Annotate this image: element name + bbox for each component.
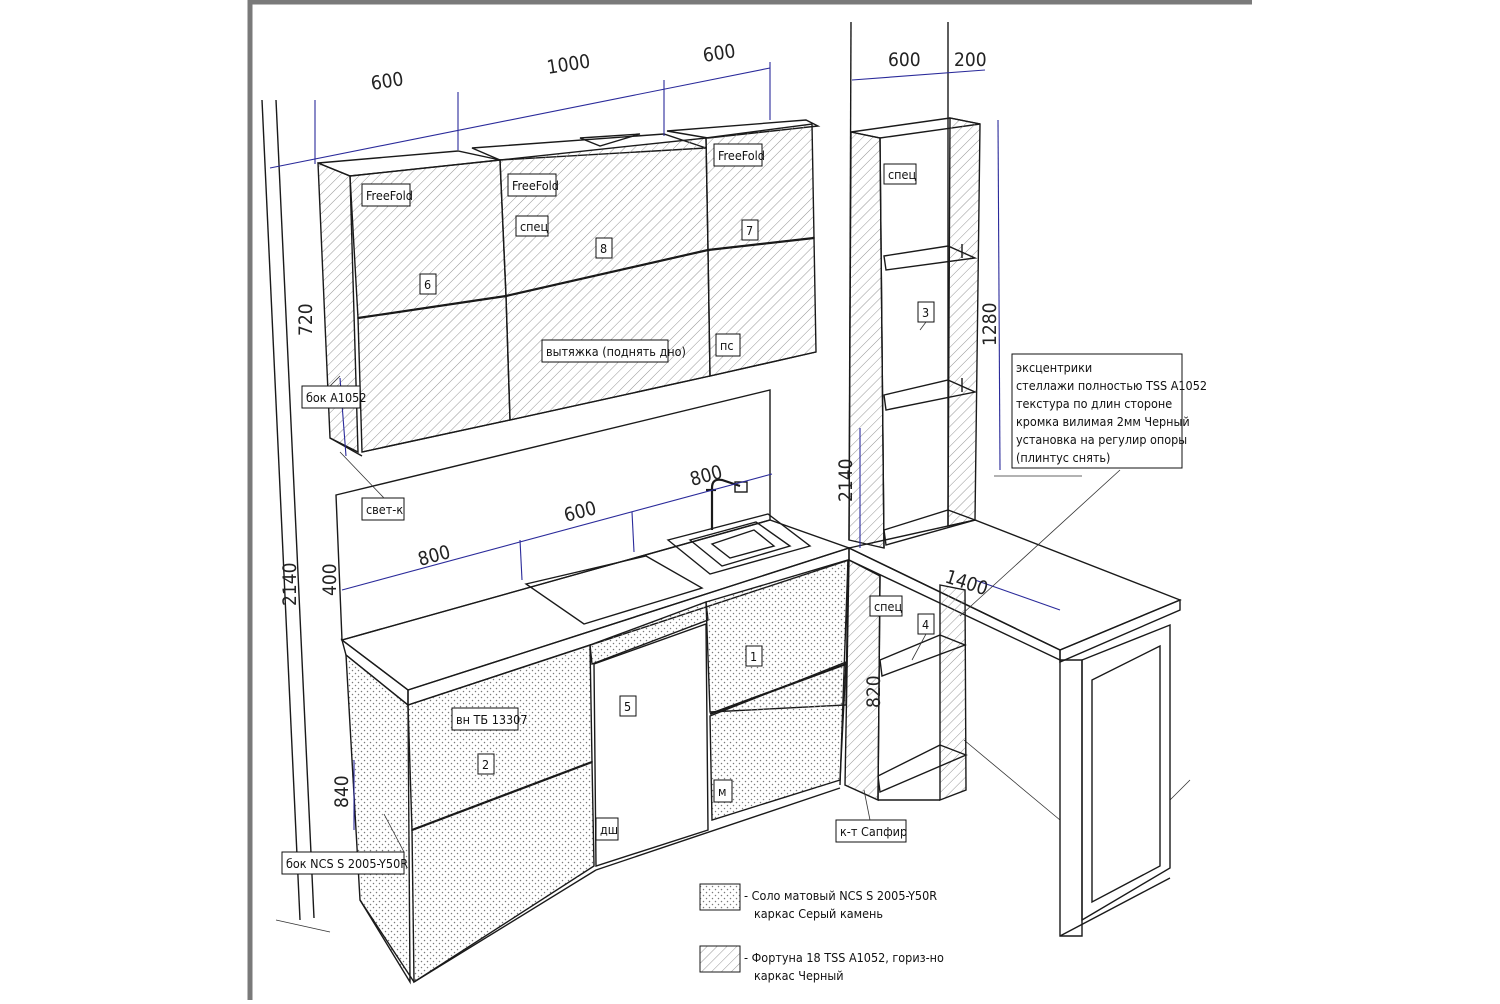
dim-rack-top-2: 200 <box>954 49 987 71</box>
dim-rack-top-1: 600 <box>888 49 921 71</box>
legend-item-solo: - Соло матовый NCS S 2005-Y50R каркас Се… <box>699 883 937 921</box>
note-line-2: стеллажи полностью TSS A1052 <box>1016 378 1207 393</box>
dim-upper-2: 1000 <box>545 50 591 79</box>
svg-text:дш: дш <box>600 822 618 837</box>
note-line-4: кромка вилимая 2мм Черный <box>1016 414 1190 429</box>
label-spec-rack: спец <box>883 163 917 185</box>
note-line-3: текстура по длин стороне <box>1016 396 1172 411</box>
label-freefold-2: FreeFold <box>507 173 559 197</box>
dim-rack-height: 1280 <box>979 303 1001 347</box>
label-vn-tb: вн ТБ 13307 <box>451 707 527 731</box>
dim-upper-1: 600 <box>369 68 405 95</box>
svg-text:спец: спец <box>520 219 548 234</box>
svg-text:FreeFold: FreeFold <box>366 188 413 203</box>
label-number-8: 8 <box>595 237 613 259</box>
label-number-7: 7 <box>741 219 759 241</box>
label-ps: пс <box>715 333 741 357</box>
svg-text:2: 2 <box>482 757 489 772</box>
svg-text:спец: спец <box>874 599 902 614</box>
label-number-3: 3 <box>917 301 935 323</box>
dim-wall-height: 2140 <box>279 563 301 607</box>
label-side-lower: бок NCS S 2005-Y50R <box>281 851 408 875</box>
dim-backsplash-height: 400 <box>319 563 341 596</box>
dim-base-height: 840 <box>331 775 353 808</box>
svg-text:бок NCS S 2005-Y50R: бок NCS S 2005-Y50R <box>286 856 408 871</box>
svg-text:пс: пс <box>720 338 734 353</box>
legend: - Соло матовый NCS S 2005-Y50R каркас Се… <box>699 883 944 983</box>
dim-upper-height: 720 <box>295 303 317 336</box>
label-number-4: 4 <box>917 613 935 635</box>
label-dishwasher: дш <box>595 817 619 841</box>
legend-solo-line-1: - Соло матовый NCS S 2005-Y50R <box>744 888 937 903</box>
svg-text:8: 8 <box>600 241 607 256</box>
legend-solo-line-2: каркас Серый камень <box>754 906 883 921</box>
table <box>846 519 1182 937</box>
svg-text:спец: спец <box>888 167 916 182</box>
label-spec-lower: спец <box>869 595 903 617</box>
dim-lower-rack-height: 820 <box>863 675 885 708</box>
svg-text:FreeFold: FreeFold <box>512 178 559 193</box>
base-cabinets <box>345 559 849 985</box>
note-line-1: эксцентрики <box>1016 360 1092 375</box>
svg-text:свет-к: свет-к <box>366 502 403 517</box>
svg-text:1: 1 <box>750 649 757 664</box>
label-freefold-1: FreeFold <box>361 183 413 207</box>
svg-text:6: 6 <box>424 277 431 292</box>
dim-counter-3: 800 <box>688 461 725 491</box>
legend-item-fortuna: - Фортуна 18 TSS A1052, гориз-но каркас … <box>699 945 944 983</box>
leader-lines <box>329 321 927 853</box>
note-line-6: (плинтус снять) <box>1016 450 1110 465</box>
svg-text:FreeFold: FreeFold <box>718 148 765 163</box>
label-number-6: 6 <box>419 273 437 295</box>
label-number-2: 2 <box>477 753 495 775</box>
svg-text:3: 3 <box>922 305 929 320</box>
svg-text:бок A1052: бок A1052 <box>306 390 366 405</box>
svg-text:м: м <box>718 784 726 799</box>
countertop <box>340 478 852 707</box>
legend-swatch-hatch <box>699 945 741 973</box>
svg-text:к-т Сапфир: к-т Сапфир <box>840 824 907 839</box>
note-line-5: установка на регулир опоры <box>1016 432 1187 447</box>
label-hood: вытяжка (поднять дно) <box>541 339 686 363</box>
page-border <box>247 0 1252 1000</box>
dim-rack-total-height: 2140 <box>835 459 857 503</box>
label-spec-upper: спец <box>515 215 549 237</box>
legend-swatch-dots <box>699 883 741 911</box>
label-m: м <box>713 779 733 803</box>
label-side-upper: бок A1052 <box>301 385 366 409</box>
notes-box: эксцентрики стеллажи полностью TSS A1052… <box>1011 353 1207 469</box>
svg-text:вн ТБ 13307: вн ТБ 13307 <box>456 712 527 727</box>
dim-counter-1: 800 <box>416 541 453 571</box>
svg-text:7: 7 <box>746 223 753 238</box>
label-number-1: 1 <box>745 645 763 667</box>
upper-cabinets <box>317 119 821 457</box>
label-plinth: к-т Сапфир <box>835 819 907 843</box>
dimension-lines <box>269 62 1121 830</box>
legend-fortuna-line-2: каркас Черный <box>754 968 844 983</box>
label-number-5: 5 <box>619 695 637 717</box>
label-freefold-3: FreeFold <box>713 143 765 167</box>
svg-text:вытяжка (поднять дно): вытяжка (поднять дно) <box>546 344 686 359</box>
legend-fortuna-line-1: - Фортуна 18 TSS A1052, гориз-но <box>744 950 944 965</box>
tall-rack <box>848 117 981 549</box>
lower-rack <box>844 558 968 802</box>
label-light: свет-к <box>361 497 405 521</box>
svg-text:5: 5 <box>624 699 631 714</box>
dim-upper-3: 600 <box>701 40 737 67</box>
svg-text:4: 4 <box>922 617 929 632</box>
